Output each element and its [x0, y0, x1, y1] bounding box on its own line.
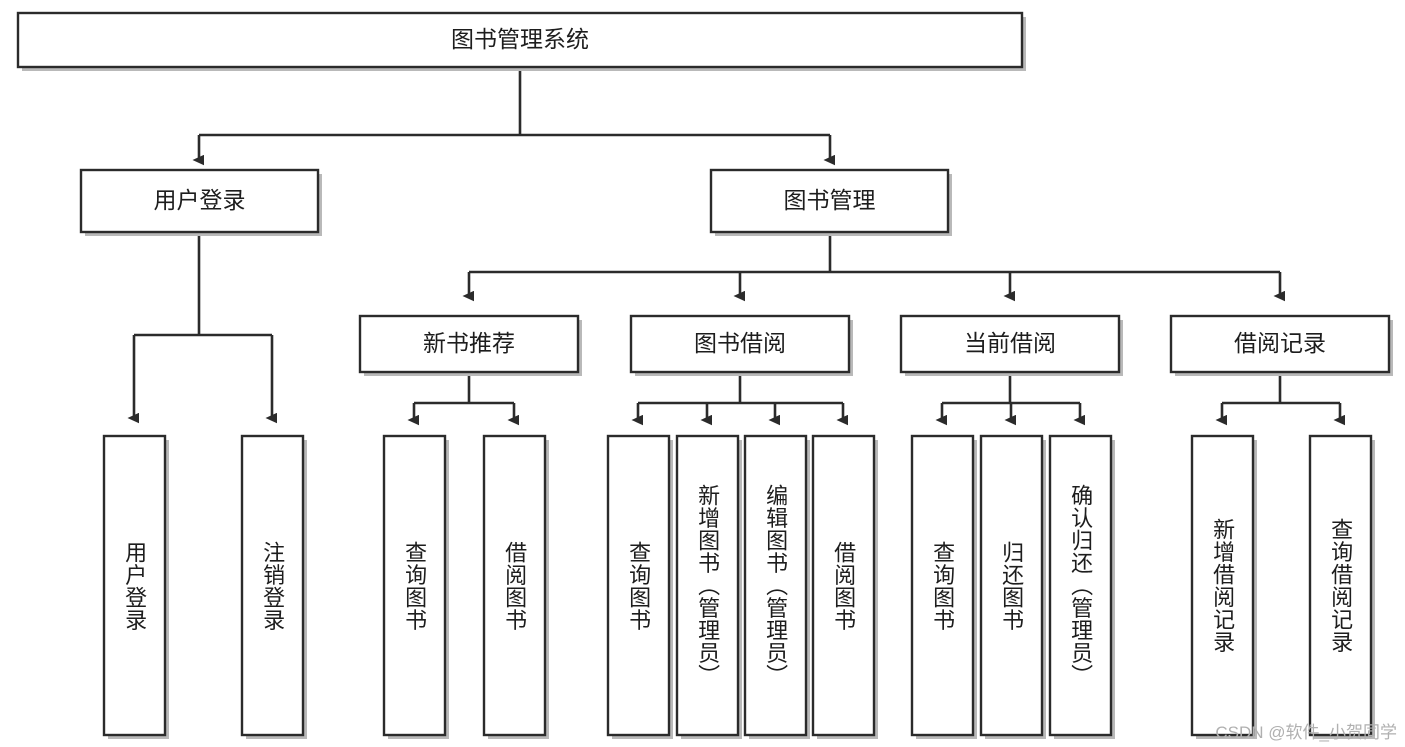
- node-book-borrow[interactable]: 图书借阅: [629, 314, 853, 376]
- leaf-current-borrow-3[interactable]: [1048, 434, 1115, 739]
- node-borrow-record[interactable]: 借阅记录: [1169, 314, 1393, 376]
- leaf-new-book-1-label: 查询图书: [402, 540, 428, 631]
- leaf-borrow-record-1[interactable]: [1190, 434, 1257, 739]
- connector-bookmgmt-to-level3: [462, 232, 1285, 302]
- connector-newbook-to-leaves: [407, 372, 519, 426]
- node-root[interactable]: 图书管理系统: [16, 11, 1026, 71]
- leaf-user-login-1[interactable]: [102, 434, 169, 739]
- leaf-borrow-record-1-label: 新增借阅记录: [1210, 518, 1236, 653]
- csdn-watermark: CSDN @软件_小贺同学: [1215, 723, 1397, 742]
- leaf-current-borrow-2[interactable]: [979, 434, 1046, 739]
- leaf-current-borrow-1-label: 查询图书: [930, 540, 956, 631]
- leaf-book-borrow-3-label: 编辑图书（管理员）: [763, 484, 789, 687]
- leaf-book-borrow-4-label: 借阅图书: [831, 540, 857, 631]
- node-current-borrow-label: 当前借阅: [964, 330, 1056, 356]
- leaf-borrow-record-2-label: 查询借阅记录: [1328, 518, 1354, 653]
- leaf-user-login-2[interactable]: [240, 434, 307, 739]
- node-book-management-label: 图书管理: [784, 187, 876, 213]
- leaf-book-borrow-1[interactable]: [606, 434, 673, 739]
- leaf-book-borrow-1-label: 查询图书: [626, 540, 652, 631]
- node-root-label: 图书管理系统: [451, 26, 589, 52]
- connector-bookborrow-to-leaves: [631, 372, 848, 426]
- leaf-new-book-1[interactable]: [382, 434, 449, 739]
- connector-borrowrecord-to-leaves: [1215, 372, 1345, 426]
- node-book-borrow-label: 图书借阅: [694, 330, 786, 356]
- node-new-book-recommend[interactable]: 新书推荐: [358, 314, 582, 376]
- connector-root-to-level2: [192, 67, 835, 166]
- leaf-borrow-record-2[interactable]: [1308, 434, 1375, 739]
- connector-userlogin-to-leaves: [127, 232, 277, 424]
- leaf-book-borrow-2[interactable]: [675, 434, 742, 739]
- leaf-book-borrow-4[interactable]: [811, 434, 878, 739]
- node-user-login-label: 用户登录: [154, 187, 246, 213]
- leaf-book-borrow-2-label: 新增图书（管理员）: [695, 484, 721, 687]
- leaf-current-borrow-1[interactable]: [910, 434, 977, 739]
- node-borrow-record-label: 借阅记录: [1234, 330, 1326, 356]
- connector-currentborrow-to-leaves: [935, 372, 1085, 426]
- leaf-new-book-2[interactable]: [482, 434, 549, 739]
- leaf-current-borrow-2-label: 归还图书: [999, 540, 1025, 631]
- node-new-book-recommend-label: 新书推荐: [423, 330, 515, 356]
- node-book-management[interactable]: 图书管理: [709, 168, 952, 236]
- leaf-user-login-2-label: 注销登录: [260, 540, 286, 631]
- node-current-borrow[interactable]: 当前借阅: [899, 314, 1123, 376]
- leaf-user-login-1-label: 用户登录: [122, 540, 148, 631]
- leaf-book-borrow-3[interactable]: [743, 434, 810, 739]
- leaf-current-borrow-3-label: 确认归还（管理员）: [1068, 484, 1094, 687]
- node-user-login[interactable]: 用户登录: [79, 168, 322, 236]
- leaf-new-book-2-label: 借阅图书: [502, 540, 528, 631]
